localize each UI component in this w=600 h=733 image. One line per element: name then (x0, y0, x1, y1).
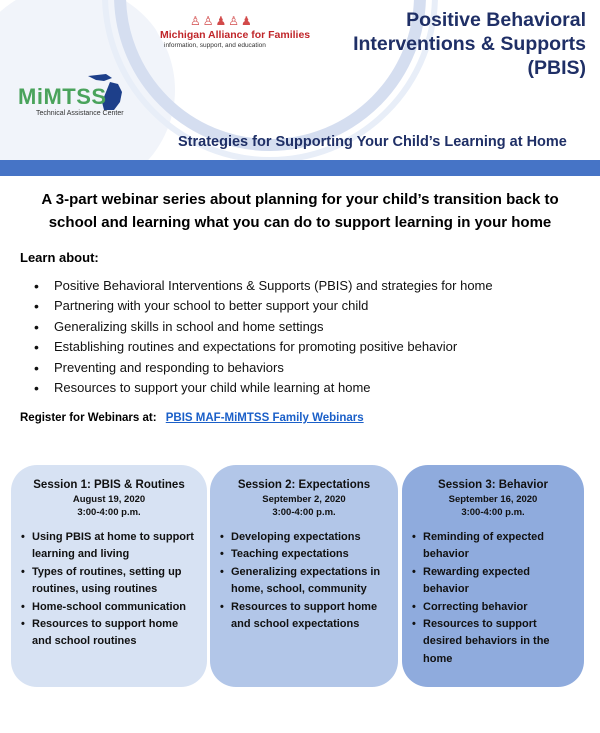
session-title: Session 3: Behavior (438, 479, 548, 491)
session-topic: Correcting behavior (412, 599, 574, 617)
learn-item: Generalizing skills in school and home s… (34, 317, 594, 338)
learn-heading: Learn about: (20, 250, 99, 265)
learn-item: Partnering with your school to better su… (34, 296, 594, 317)
header-band (0, 160, 600, 176)
session-topic: Resources to support home and school rou… (21, 616, 197, 651)
session-topics: Reminding of expected behavior Rewarding… (412, 529, 574, 668)
session-date: August 19, 2020 (72, 494, 146, 505)
learn-item: Establishing routines and expectations f… (34, 337, 594, 358)
learn-item: Preventing and responding to behaviors (34, 358, 594, 379)
session-topic: Types of routines, setting up routines, … (21, 564, 197, 599)
register-label: Register for Webinars at: (20, 412, 157, 424)
header-decoration (0, 0, 438, 160)
session-topic: Home-school communication (21, 599, 197, 617)
session-time: 3:00-4:00 p.m. (461, 507, 525, 518)
session-time: 3:00-4:00 p.m. (77, 507, 141, 518)
session-topic: Rewarding expected behavior (412, 564, 574, 599)
mimtss-subtitle: Technical Assistance Center (36, 110, 124, 117)
session-title: Session 2: Expectations (237, 479, 371, 491)
maf-name: Michigan Alliance for Families (160, 29, 311, 41)
michigan-map-icon (88, 74, 122, 110)
session-card-1: Session 1: PBIS & Routines August 19, 20… (11, 465, 207, 687)
page-subtitle: Strategies for Supporting Your Child’s L… (178, 134, 567, 150)
learn-item: Positive Behavioral Interventions & Supp… (34, 276, 594, 297)
session-topics: Developing expectations Teaching expecta… (220, 529, 388, 633)
maf-tagline: information, support, and education (164, 42, 266, 49)
learn-list: Positive Behavioral Interventions & Supp… (34, 276, 594, 399)
session-topic: Reminding of expected behavior (412, 529, 574, 564)
session-topics: Using PBIS at home to support learning a… (21, 529, 197, 651)
learn-item: Resources to support your child while le… (34, 378, 594, 399)
mimtss-logo: MiMTSS Technical Assistance Center (18, 72, 138, 122)
session-title: Session 1: PBIS & Routines (33, 479, 185, 491)
maf-logo: ♙♙♟♙♟ Michigan Alliance for Families inf… (160, 14, 310, 52)
session-topic: Generalizing expectations in home, schoo… (220, 564, 388, 599)
register-link[interactable]: PBIS MAF-MiMTSS Family Webinars (165, 412, 364, 424)
session-topic: Using PBIS at home to support learning a… (21, 529, 197, 564)
session-topic: Teaching expectations (220, 546, 388, 564)
session-card-2: Session 2: Expectations September 2, 202… (210, 465, 398, 687)
register-line: Register for Webinars at: PBIS MAF-MiMTS… (20, 412, 364, 424)
intro-text: A 3-part webinar series about planning f… (41, 191, 559, 231)
page-title: Positive Behavioral Interventions & Supp… (353, 9, 586, 79)
session-date: September 16, 2020 (448, 494, 538, 505)
session-topic: Developing expectations (220, 529, 388, 547)
mimtss-name: MiMTSS (18, 84, 107, 109)
session-topic: Resources to support home and school exp… (220, 599, 388, 634)
family-figures-icon: ♙♙♟♙♟ (190, 14, 254, 28)
session-topic: Resources to support desired behaviors i… (412, 616, 574, 668)
session-card-3: Session 3: Behavior September 16, 2020 3… (402, 465, 584, 687)
session-time: 3:00-4:00 p.m. (272, 507, 336, 518)
session-date: September 2, 2020 (262, 494, 346, 505)
